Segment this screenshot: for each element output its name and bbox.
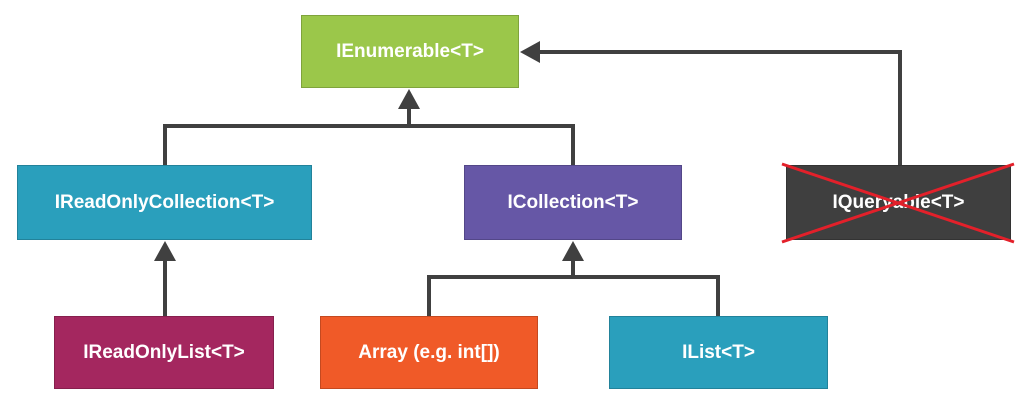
ireadonlylist-box: IReadOnlyList<T>: [54, 316, 274, 389]
arrowhead-ienumerable-right: [520, 41, 540, 63]
iqueryable-box: IQueryable<T>: [786, 165, 1011, 240]
edge-icollection-to-ienumerable: [409, 124, 575, 165]
ienumerable-box: IEnumerable<T>: [301, 15, 519, 88]
ienumerable-label: IEnumerable<T>: [336, 40, 484, 62]
edge-array-to-icollection: [427, 275, 573, 316]
arrowhead-ireadonlycollection-bottom: [154, 241, 176, 261]
ilist-label: IList<T>: [682, 341, 755, 363]
ireadonlycollection-box: IReadOnlyCollection<T>: [17, 165, 312, 240]
ireadonlylist-label: IReadOnlyList<T>: [83, 341, 245, 363]
edge-ireadonlycollection-to-ienumerable: [163, 124, 409, 165]
edge-iqueryable-to-ienumerable: [540, 50, 902, 165]
arrowhead-icollection-bottom: [562, 241, 584, 261]
iqueryable-label: IQueryable<T>: [832, 191, 965, 213]
ilist-box: IList<T>: [609, 316, 828, 389]
array-label: Array (e.g. int[]): [358, 341, 500, 363]
ireadonlycollection-label: IReadOnlyCollection<T>: [54, 191, 275, 213]
icollection-box: ICollection<T>: [464, 165, 682, 240]
arrowhead-ienumerable-bottom: [398, 89, 420, 109]
icollection-label: ICollection<T>: [507, 191, 639, 213]
array-box: Array (e.g. int[]): [320, 316, 538, 389]
edge-ilist-to-icollection: [573, 275, 720, 316]
